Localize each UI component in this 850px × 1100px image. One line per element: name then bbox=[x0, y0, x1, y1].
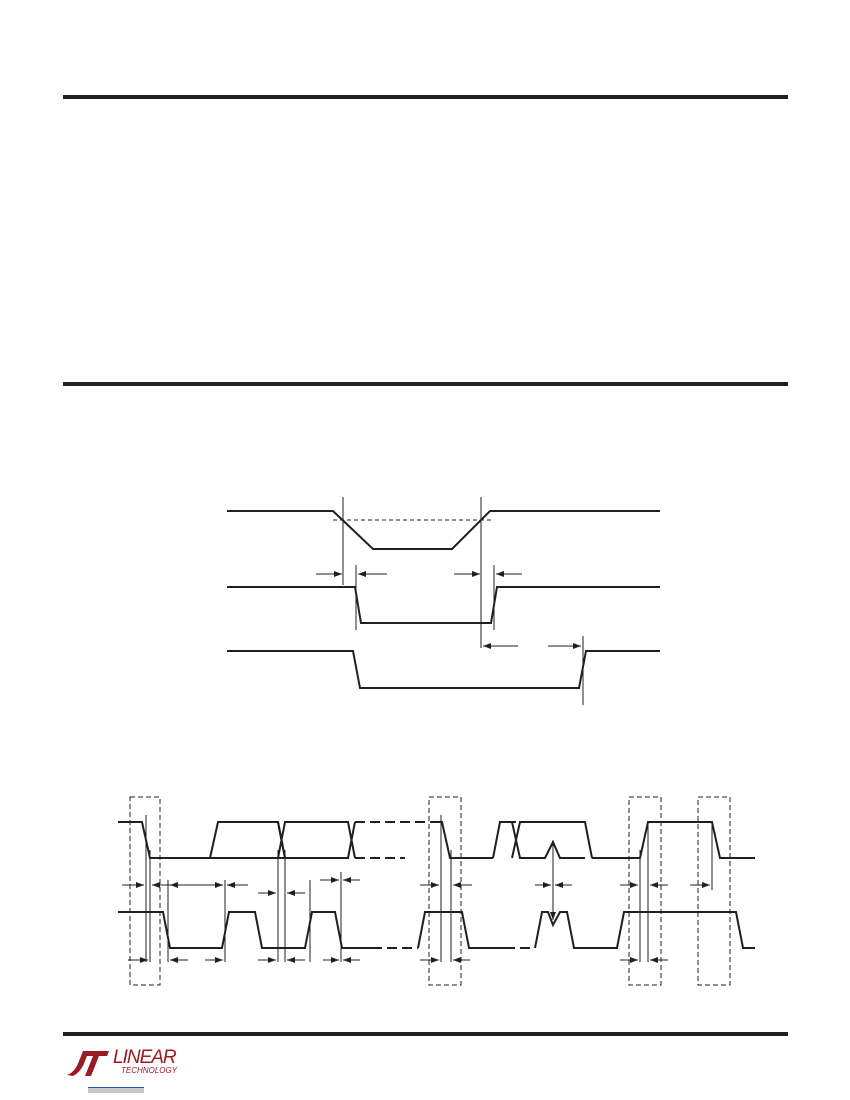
lower-timing-diagram bbox=[118, 796, 755, 986]
lower-data-eye-3 bbox=[492, 821, 512, 859]
lower-window-2 bbox=[428, 796, 462, 986]
lower-data-eye-4-bot bbox=[511, 821, 585, 859]
logo-word: LINEAR bbox=[113, 1047, 177, 1068]
lower-window-3 bbox=[628, 796, 662, 986]
page-link[interactable] bbox=[88, 1087, 144, 1093]
lt-mark-icon bbox=[67, 1051, 109, 1076]
lower-data-eye-1-top bbox=[209, 821, 286, 859]
section-1-rule bbox=[63, 95, 788, 99]
upper-signal-1 bbox=[227, 510, 660, 550]
lower-bottom-signal-1 bbox=[118, 911, 372, 949]
lower-top-signal-start bbox=[118, 821, 210, 859]
lower-window-4 bbox=[697, 796, 731, 986]
lower-bottom-signal-2 bbox=[417, 911, 505, 949]
upper-signal-2 bbox=[227, 586, 660, 624]
lower-data-eye-2-top bbox=[277, 821, 356, 859]
footer-rule bbox=[63, 1032, 788, 1036]
lower-data-eye-2-bot bbox=[277, 821, 356, 859]
section-2-rule bbox=[63, 382, 788, 386]
linear-technology-logo: LINEAR TECHNOLOGY bbox=[63, 1047, 183, 1077]
lower-data-eye-4-top bbox=[511, 821, 593, 859]
lower-top-signal-mid bbox=[435, 821, 493, 859]
lower-top-signal-end bbox=[592, 821, 755, 859]
upper-signal-3 bbox=[227, 650, 660, 689]
lower-window-1 bbox=[129, 796, 161, 986]
upper-timing-diagram bbox=[227, 497, 660, 705]
lower-bottom-signal-3 bbox=[534, 911, 755, 949]
logo-subtext: TECHNOLOGY bbox=[121, 1066, 178, 1075]
